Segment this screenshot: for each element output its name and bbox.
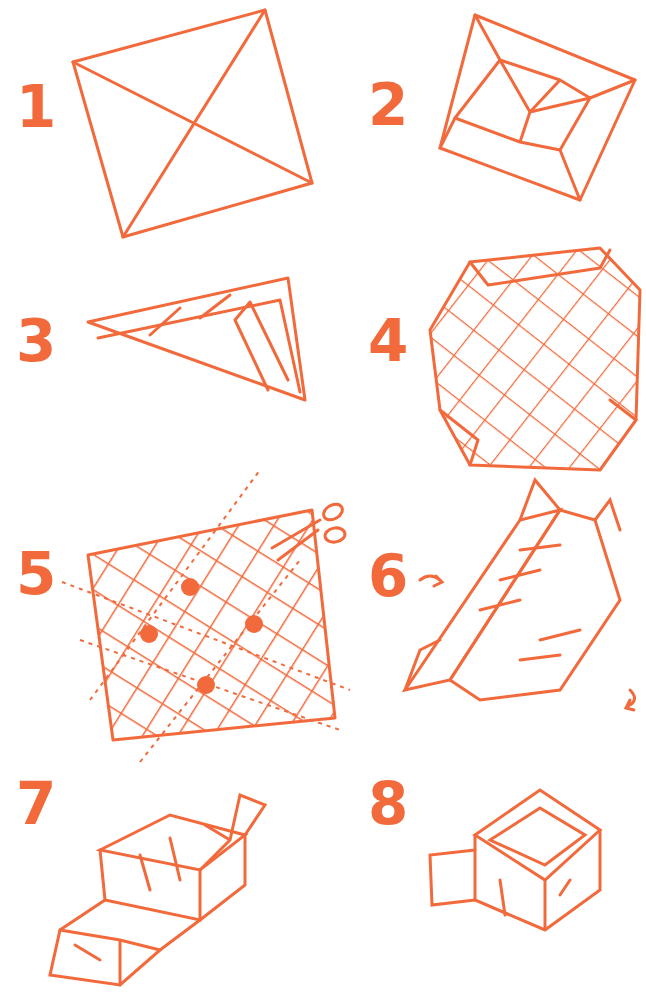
step-number: 5: [16, 545, 56, 603]
step-number: 1: [16, 78, 56, 136]
step-number: 3: [16, 312, 56, 370]
step-number: 7: [16, 775, 56, 833]
step-number: 6: [368, 547, 408, 605]
step-number: 2: [368, 76, 408, 134]
step-number: 4: [368, 312, 408, 370]
step-number: 8: [368, 775, 408, 833]
